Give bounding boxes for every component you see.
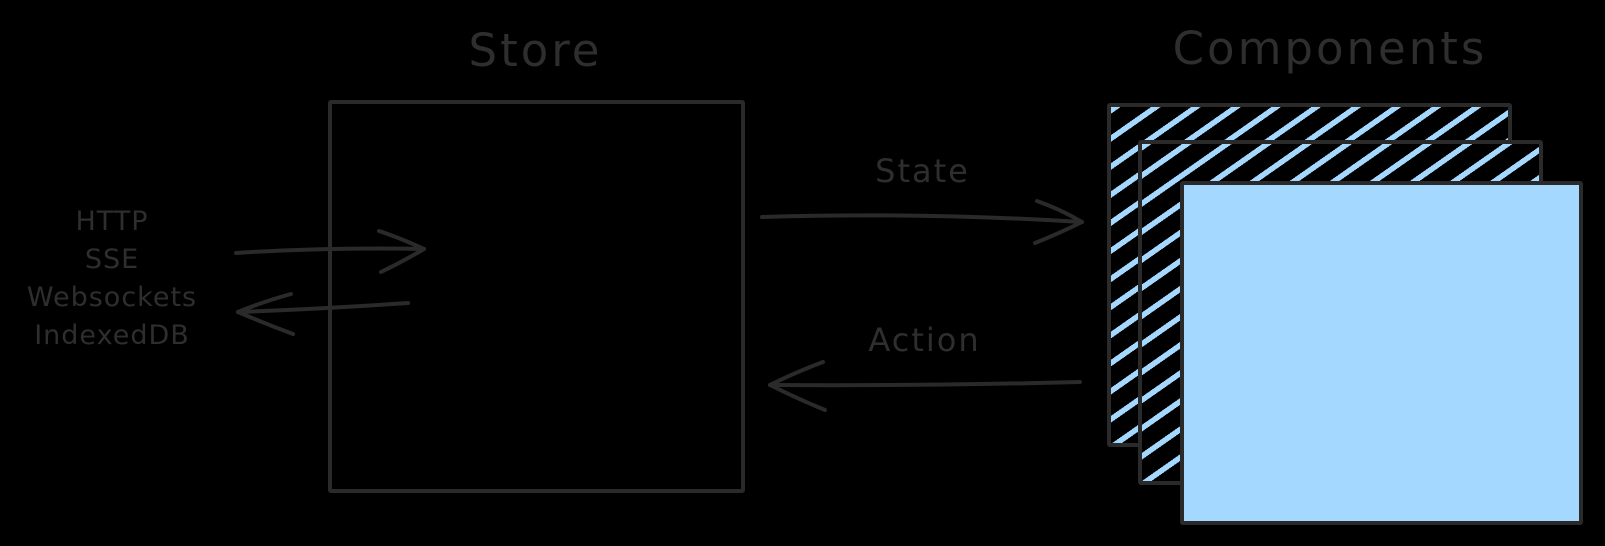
component-layer-front (1180, 181, 1583, 525)
source-item-sse: SSE (84, 244, 140, 275)
source-item-indexeddb: IndexedDB (34, 320, 190, 351)
components-title: Components (1172, 22, 1488, 75)
store-box (328, 100, 745, 493)
action-label: Action (868, 321, 981, 359)
state-arrow (760, 199, 1084, 245)
action-arrow (768, 360, 1082, 412)
state-label: State (875, 152, 970, 190)
source-item-websockets: Websockets (26, 282, 198, 313)
data-sources-list: HTTP SSE Websockets IndexedDB (12, 203, 212, 355)
source-item-http: HTTP (75, 206, 149, 237)
store-title: Store (468, 24, 603, 77)
